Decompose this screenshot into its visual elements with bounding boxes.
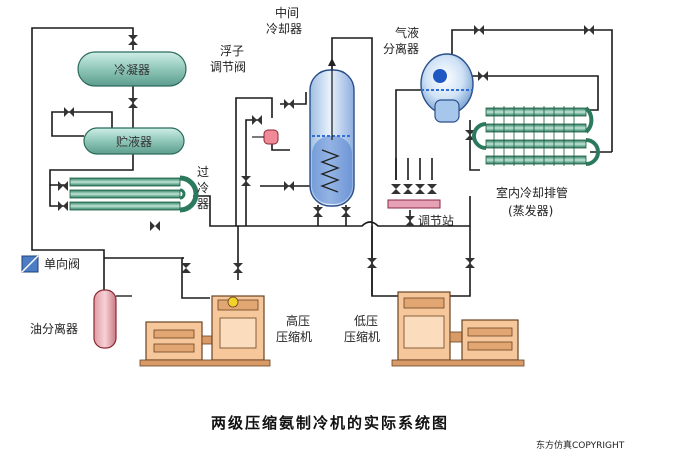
valve-icon bbox=[313, 207, 323, 217]
valve-icon bbox=[391, 184, 401, 194]
diagram-title: 两级压缩氨制冷机的实际系统图 bbox=[210, 414, 449, 432]
evaporator-coil bbox=[472, 106, 600, 166]
valve-icon bbox=[465, 258, 475, 268]
condenser: 冷凝器 bbox=[77, 51, 187, 87]
valve-icon bbox=[128, 98, 138, 108]
valve-icon bbox=[284, 99, 294, 109]
valve-icon bbox=[584, 25, 594, 35]
valve-icon bbox=[367, 258, 377, 268]
copyright-text: 东方仿真COPYRIGHT bbox=[536, 441, 625, 451]
station-label: 调节站 bbox=[418, 214, 455, 228]
valve-icon bbox=[181, 263, 191, 273]
hp-compressor bbox=[139, 295, 271, 367]
separator-label-2: 分离器 bbox=[383, 42, 420, 56]
valve-icon bbox=[233, 263, 243, 273]
subcooler-label-1: 过 bbox=[197, 165, 210, 179]
float-valve-label-2: 调节阀 bbox=[210, 60, 247, 74]
evaporator-label-2: (蒸发器) bbox=[508, 204, 554, 218]
intercooler-label-2: 冷却器 bbox=[266, 22, 303, 36]
valve-icon bbox=[478, 71, 488, 81]
lp-compressor-label-2: 压缩机 bbox=[344, 330, 381, 344]
valve-icon bbox=[252, 115, 262, 125]
valve-icon bbox=[64, 107, 74, 117]
gas-liquid-separator bbox=[420, 53, 474, 123]
lp-compressor-label-1: 低压 bbox=[354, 314, 379, 328]
valve-icon bbox=[415, 184, 425, 194]
hp-compressor-label-1: 高压 bbox=[286, 314, 311, 328]
valve-icon bbox=[284, 181, 294, 191]
oil-separator bbox=[93, 289, 132, 349]
receiver: 贮液器 bbox=[83, 127, 185, 155]
separator-label-1: 气液 bbox=[395, 26, 420, 40]
valve-icon bbox=[403, 184, 413, 194]
check-valve-label: 单向阀 bbox=[44, 257, 81, 271]
valve-icon bbox=[128, 35, 138, 45]
hp-compressor-label-2: 压缩机 bbox=[276, 330, 313, 344]
subcooler-label-2: 冷 bbox=[197, 181, 210, 195]
valve-icon bbox=[150, 221, 160, 231]
float-valve-label-1: 浮子 bbox=[220, 44, 245, 58]
valve-icon bbox=[474, 25, 484, 35]
intercooler bbox=[309, 58, 355, 207]
check-valve bbox=[21, 255, 39, 273]
valve-icon bbox=[58, 201, 68, 211]
subcooler bbox=[69, 175, 199, 213]
subcooler-label-3: 器 bbox=[197, 197, 210, 211]
valve-icon bbox=[405, 216, 415, 226]
oil-separator-label: 油分离器 bbox=[30, 322, 79, 336]
valve-icon bbox=[241, 176, 251, 186]
valve-icon bbox=[427, 184, 437, 194]
condenser-label: 冷凝器 bbox=[114, 62, 150, 77]
intercooler-label-1: 中间 bbox=[275, 6, 300, 20]
valve-icon bbox=[341, 207, 351, 217]
regulating-station bbox=[387, 199, 441, 209]
evaporator-label-1: 室内冷却排管 bbox=[496, 186, 569, 200]
valve-icon bbox=[58, 181, 68, 191]
receiver-label: 贮液器 bbox=[116, 134, 152, 149]
lp-compressor bbox=[391, 291, 525, 367]
float-valve bbox=[252, 129, 279, 145]
